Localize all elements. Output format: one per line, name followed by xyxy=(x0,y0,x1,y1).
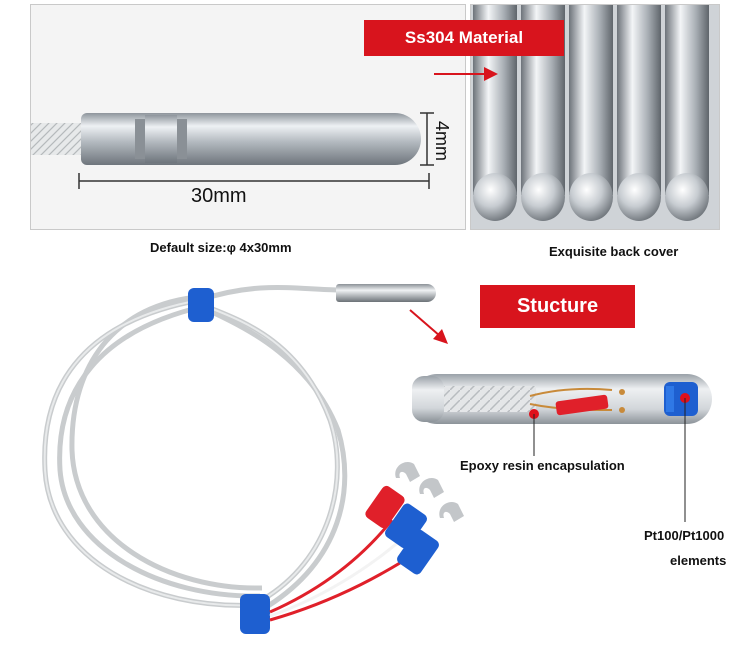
probe-dimension-illustration xyxy=(31,112,434,189)
back-cover-rods-illustration xyxy=(471,5,719,229)
epoxy-element xyxy=(555,394,609,416)
terminal-blue-2 xyxy=(397,501,464,575)
cable-tie-bottom xyxy=(240,594,270,634)
element-callout-line2: elements xyxy=(670,553,727,568)
terminal-red xyxy=(365,461,420,529)
material-banner: Ss304 Material xyxy=(364,20,564,56)
terminal-blue-1 xyxy=(385,477,444,549)
back-cover-panel xyxy=(470,4,720,230)
back-cover-caption: Exquisite back cover xyxy=(549,244,679,259)
diameter-dimension-label: 4mm xyxy=(432,121,452,161)
element-callout-line1: Pt100/Pt1000 xyxy=(644,528,725,543)
cable-tie-top xyxy=(188,288,214,322)
structure-banner: Stucture xyxy=(480,285,635,328)
epoxy-callout: Epoxy resin encapsulation xyxy=(460,458,625,473)
default-size-caption: Default size:φ 4x30mm xyxy=(150,240,292,255)
length-dimension-label: 30mm xyxy=(191,185,247,207)
